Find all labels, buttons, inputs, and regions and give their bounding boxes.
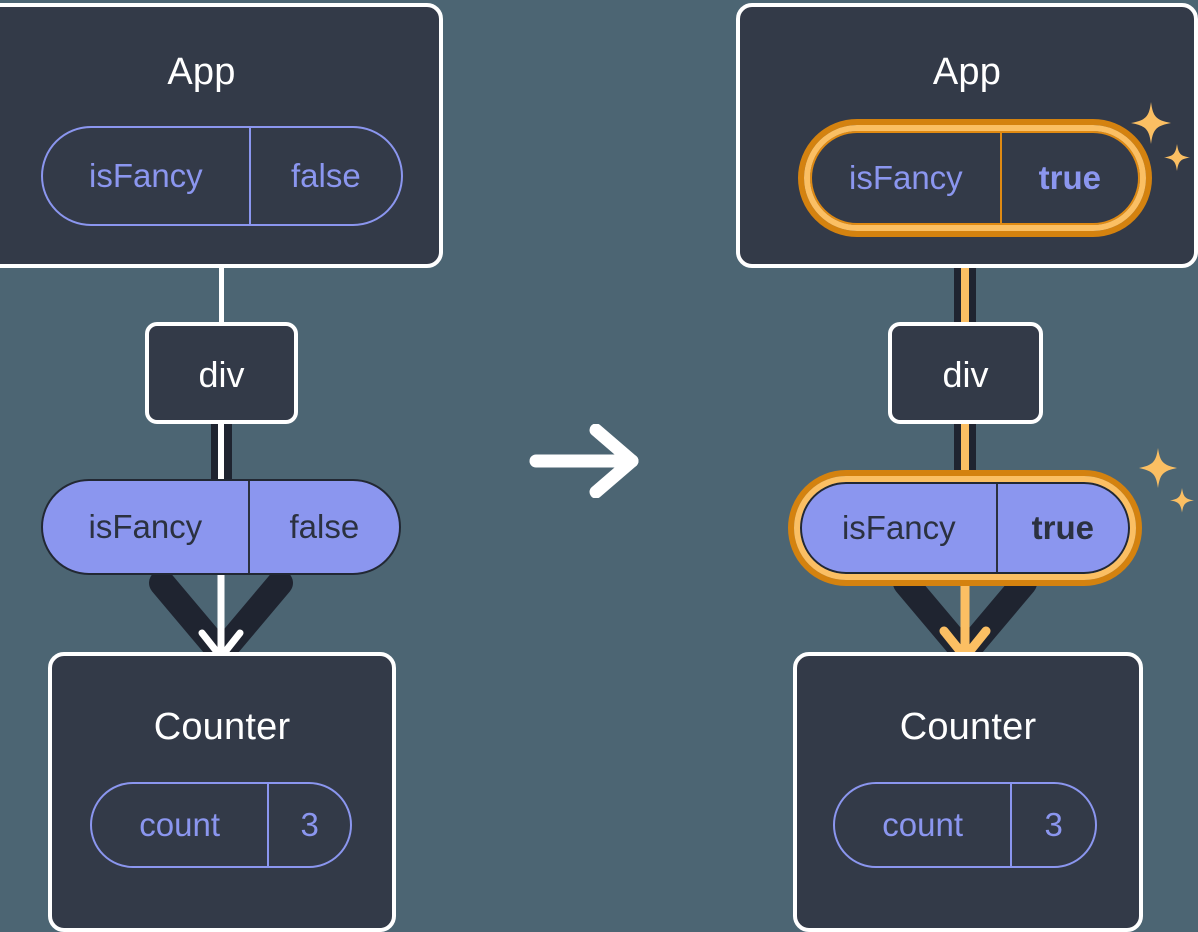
counter-state-pill-left: count 3 [90, 782, 352, 868]
counter-title-right: Counter [899, 706, 1037, 748]
counter-state-name-left: count [139, 806, 220, 843]
app-prop-value-right: true [999, 133, 1138, 223]
app-title-right: App [932, 51, 1002, 93]
div-title-left: div [198, 354, 245, 395]
app-prop-name-right: isFancy [848, 159, 963, 196]
counter-state-value-left: 3 [267, 784, 350, 866]
div-element-box-right: div [888, 322, 1043, 424]
app-prop-value-left: false [248, 128, 401, 224]
div-element-box-left: div [145, 322, 298, 424]
div-title-right: div [942, 354, 989, 395]
counter-title-left: Counter [153, 706, 291, 748]
app-title-left: App [167, 51, 236, 93]
connector-div-to-pill-right-highlight [961, 418, 969, 490]
app-prop-pill-right: isFancy true [810, 131, 1140, 225]
app-prop-pill-left: isFancy false [41, 126, 403, 226]
app-prop-name-left: isFancy [88, 157, 203, 194]
counter-state-name-right: count [882, 806, 963, 843]
sparkles-icon-pill-right [1139, 448, 1194, 513]
connector-app-to-div-right-highlight [961, 220, 969, 330]
counter-state-pill-right: count 3 [833, 782, 1097, 868]
prop-pill-name-right: isFancy [841, 509, 956, 546]
prop-pill-value-left: false [247, 481, 399, 573]
sparkles-icon-app-right [1131, 102, 1190, 171]
connector-div-to-pill-left-core [218, 418, 224, 486]
prop-pill-left: isFancy false [41, 479, 401, 575]
prop-pill-right: isFancy true [800, 482, 1130, 574]
transition-arrow-right-icon [529, 424, 639, 498]
prop-pill-name-left: isFancy [88, 508, 203, 545]
counter-state-value-right: 3 [1010, 784, 1095, 866]
connector-app-to-div-left [219, 255, 224, 327]
prop-pill-value-right: true [995, 484, 1128, 572]
